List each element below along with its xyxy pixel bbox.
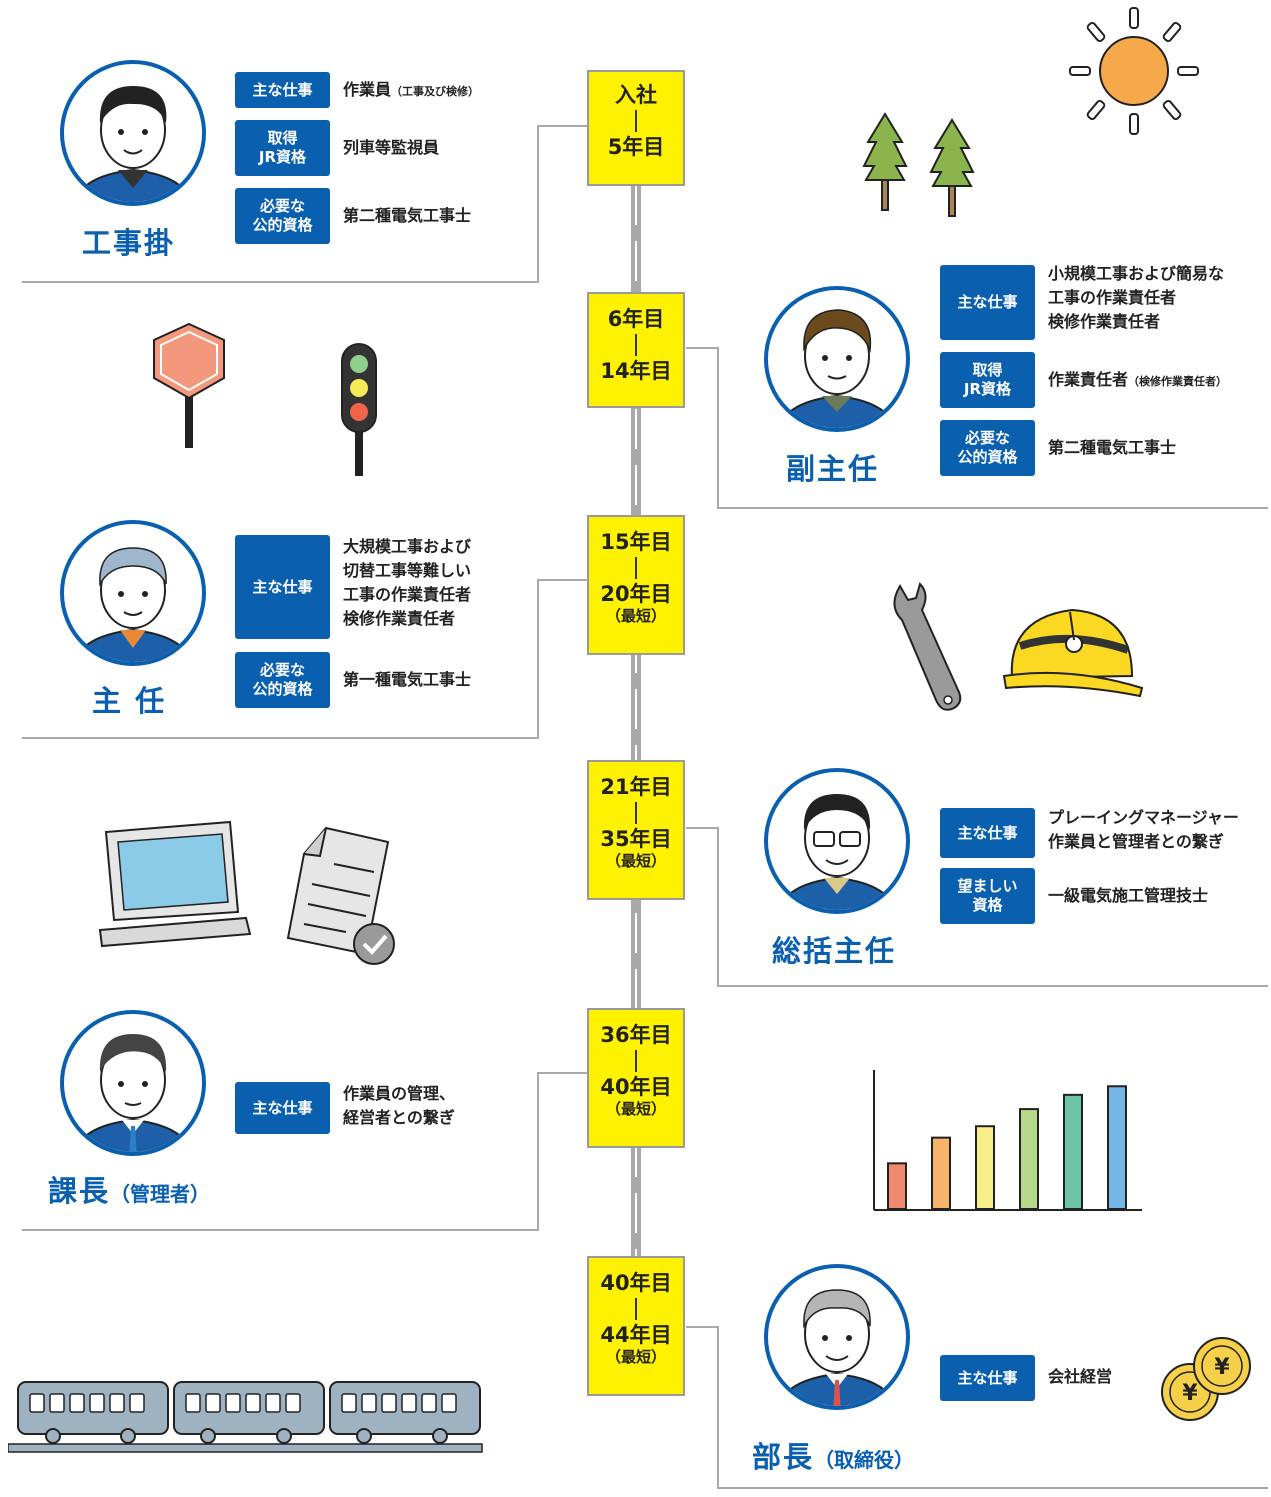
title-main: 課長	[48, 1174, 111, 1208]
value-main-work: 大規模工事および 切替工事等難しい 工事の作業責任者 検修作業責任者	[343, 537, 472, 628]
year-box-2: 6年目 14年目	[587, 292, 685, 408]
traffic-light-icon	[341, 343, 377, 476]
train-icon	[8, 1381, 483, 1453]
avatar-kacho	[60, 1010, 206, 1156]
tag-required-public: 必要な 公的資格	[235, 652, 330, 708]
year-note: （最短）	[605, 607, 666, 625]
role-title-sokatsu: 総括主任	[772, 934, 897, 968]
value-acquired: 作業責任者（検修作業責任者）	[1048, 368, 1227, 394]
value-note: （検修作業責任者）	[1128, 375, 1228, 388]
year-note: （最短）	[605, 852, 666, 870]
value-main-work: 会社経営	[1048, 1367, 1113, 1386]
chart-bar-2	[931, 1136, 951, 1210]
tag-main-work: 主な仕事	[940, 265, 1035, 340]
year-separator	[635, 334, 637, 356]
chart-bar-1	[887, 1162, 907, 1211]
stop-sign-icon	[153, 322, 225, 448]
year-end: 44年目	[600, 1323, 672, 1347]
chart-bar-3	[975, 1125, 995, 1211]
trees-icon	[862, 112, 975, 217]
role-title-kojigakari: 工事掛	[82, 226, 176, 260]
tag-acquired-jr: 取得 JR資格	[235, 120, 330, 176]
role-title-bucho: 部長（取締役）	[752, 1434, 914, 1476]
year-box-5: 36年目 40年目 （最短）	[587, 1008, 685, 1148]
year-start: 入社	[615, 83, 657, 107]
value-text: 作業員	[343, 80, 392, 99]
year-separator	[635, 802, 637, 824]
sun-icon	[1069, 7, 1199, 135]
laptop-icon	[98, 820, 252, 948]
year-separator	[635, 1298, 637, 1320]
value-desired: 一級電気施工管理技士	[1048, 886, 1209, 905]
tag-desired: 望ましい 資格	[940, 868, 1035, 924]
title-main: 部長	[752, 1440, 815, 1474]
value-note: （工事及び検修）	[391, 85, 480, 98]
year-separator	[635, 557, 637, 579]
avatar-bucho	[764, 1264, 910, 1410]
year-note: （最短）	[605, 1348, 666, 1366]
tag-acquired-jr: 取得 JR資格	[940, 352, 1035, 408]
role-title-shunin: 主 任	[92, 684, 167, 718]
year-start: 36年目	[600, 1023, 672, 1047]
role-title-kacho: 課長（管理者）	[48, 1168, 210, 1210]
tag-main-work: 主な仕事	[235, 535, 330, 639]
year-end: 14年目	[600, 359, 672, 383]
year-end: 35年目	[600, 827, 672, 851]
tag-main-work: 主な仕事	[235, 1082, 330, 1134]
year-end: 5年目	[607, 135, 665, 159]
year-end: 20年目	[600, 582, 672, 606]
yen-coins-icon: ¥ ¥	[1161, 1337, 1251, 1421]
avatar-shunin	[60, 520, 206, 666]
value-main-work: プレーイングマネージャー 作業員と管理者との繋ぎ	[1048, 808, 1239, 851]
year-separator	[635, 110, 637, 132]
year-box-3: 15年目 20年目 （最短）	[587, 515, 685, 655]
value-main-work: 小規模工事および簡易な 工事の作業責任者 検修作業責任者	[1048, 264, 1225, 331]
coin-yen-symbol: ¥	[1182, 1381, 1198, 1406]
year-start: 15年目	[600, 530, 672, 554]
document-check-icon	[286, 826, 395, 965]
year-box-4: 21年目 35年目 （最短）	[587, 760, 685, 900]
chart-bar-6	[1107, 1085, 1127, 1210]
chart-bar-4	[1019, 1108, 1039, 1211]
tag-main-work: 主な仕事	[940, 1355, 1035, 1401]
value-acquired: 列車等監視員	[343, 138, 440, 157]
year-start: 21年目	[600, 775, 672, 799]
year-box-1: 入社 5年目	[587, 70, 685, 186]
chart-bar-5	[1063, 1093, 1083, 1210]
value-required: 第一種電気工事士	[343, 670, 472, 689]
year-separator	[635, 1050, 637, 1072]
avatar-kojigakari	[60, 60, 206, 206]
year-start: 6年目	[607, 307, 665, 331]
coin-yen-symbol: ¥	[1214, 1355, 1230, 1380]
value-required: 第二種電気工事士	[343, 206, 472, 225]
year-box-6: 40年目 44年目 （最短）	[587, 1256, 685, 1396]
helmet-icon	[1002, 608, 1144, 698]
tag-main-work: 主な仕事	[235, 72, 330, 108]
wrench-icon	[893, 582, 962, 711]
value-text: 作業責任者	[1048, 370, 1129, 389]
tag-required-public: 必要な 公的資格	[235, 188, 330, 244]
role-title-fukushunin: 副主任	[786, 452, 880, 486]
title-note: （管理者）	[110, 1182, 211, 1206]
year-note: （最短）	[605, 1100, 666, 1118]
tag-main-work: 主な仕事	[940, 808, 1035, 858]
tag-required-public: 必要な 公的資格	[940, 420, 1035, 476]
avatar-sokatsu	[764, 768, 910, 914]
year-start: 40年目	[600, 1271, 672, 1295]
bar-chart	[873, 1070, 1142, 1211]
value-main-work: 作業員（工事及び検修）	[343, 78, 479, 104]
value-main-work: 作業員の管理、 経営者との繋ぎ	[343, 1084, 456, 1127]
avatar-fukushunin	[764, 286, 910, 432]
title-note: （取締役）	[814, 1448, 915, 1472]
value-required: 第二種電気工事士	[1048, 438, 1177, 457]
year-end: 40年目	[600, 1075, 672, 1099]
